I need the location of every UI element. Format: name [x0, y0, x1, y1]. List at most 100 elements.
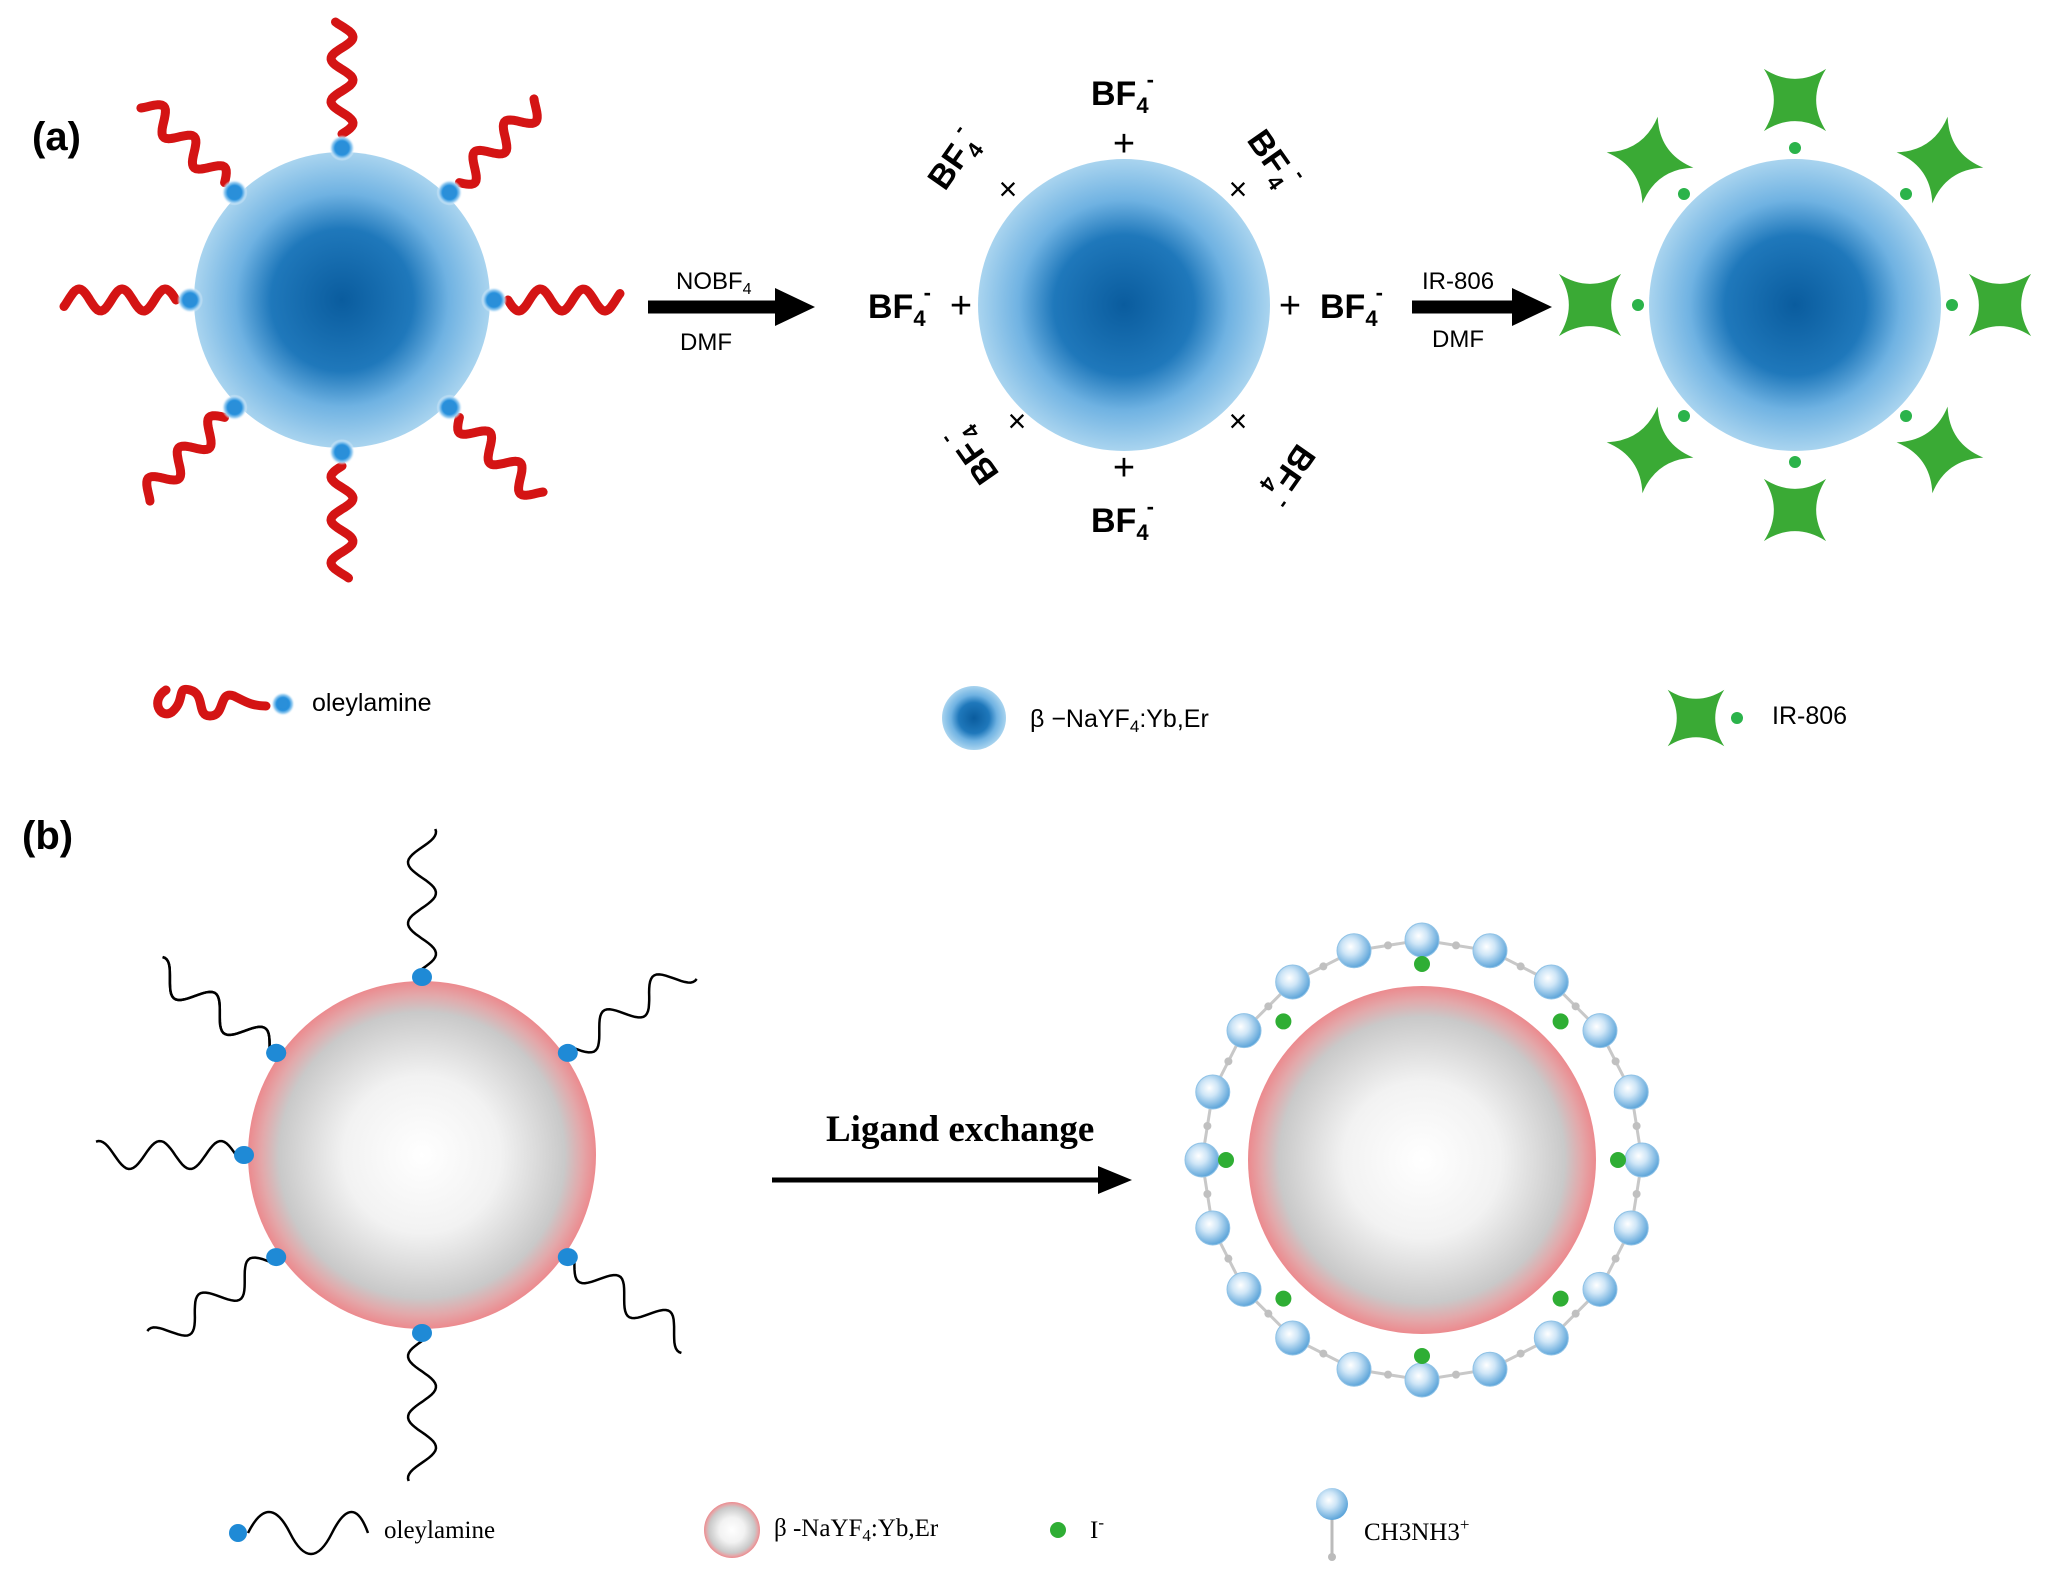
oleylamine-chain	[326, 461, 358, 583]
bf4-top-left: BF4-	[914, 119, 992, 200]
legend-a-ligand-chain	[153, 684, 271, 721]
iodide-ion	[1218, 1152, 1234, 1168]
ir806-anchor	[1789, 142, 1801, 154]
shell-link	[1224, 1057, 1233, 1066]
shell-link	[1632, 1122, 1641, 1131]
shell-link	[1319, 962, 1328, 971]
bf4-bottom-sub: 4	[1136, 520, 1149, 545]
bf4-left: BF4-	[868, 280, 931, 331]
bf4-left-main: BF	[868, 288, 913, 326]
shell-link	[1571, 1002, 1580, 1011]
oleylamine-head	[228, 186, 241, 199]
oleylamine-chain	[142, 411, 230, 506]
ch3nh3-cation	[1275, 1320, 1311, 1356]
svg-text:I-: I-	[1090, 1513, 1104, 1544]
legend-a-ligand-head	[278, 699, 288, 709]
legend-a-particle-prefix: β −NaYF	[1030, 705, 1130, 733]
oleylamine-chain	[454, 94, 542, 189]
iodide-ion	[1414, 1348, 1430, 1364]
oleylamine-head	[488, 294, 500, 306]
bf4-left-sub: 4	[913, 306, 926, 331]
bf4-bottom-left-sup: -	[933, 430, 958, 450]
ir806-anchor	[1677, 410, 1690, 423]
legend-a: oleylamine β −NaYF4:Yb,Er IR-806	[153, 684, 1847, 750]
legend-a-dye-anchor	[1731, 712, 1743, 724]
ch3nh3-cation	[1582, 1271, 1618, 1307]
particle-oleylamine-capped	[59, 17, 625, 583]
oleylamine-chain	[59, 284, 181, 316]
bf4-right-sup: -	[1376, 280, 1383, 305]
ch3nh3-cation	[1472, 933, 1508, 969]
bf4-top-sub: 4	[1136, 93, 1149, 118]
bf4-right-sub: 4	[1365, 306, 1378, 331]
panel-b-label: (b)	[22, 814, 73, 858]
arrow2-top-label: IR-806	[1422, 268, 1494, 295]
ir806-anchor	[1900, 410, 1913, 423]
bf4-right: BF4-	[1320, 280, 1383, 331]
legend-oleylamine-icon	[153, 684, 295, 721]
oleylamine-head-b	[234, 1146, 254, 1164]
legend-b-iodide-icon	[1050, 1522, 1066, 1538]
shell-link	[1384, 1370, 1393, 1379]
bf4-top-right-main: BF	[1239, 123, 1296, 182]
ir806-star	[1606, 406, 1694, 494]
nayf4-particle-b1	[248, 981, 596, 1329]
legend-b-particle-icon	[704, 1502, 760, 1558]
oleylamine-chain-b	[573, 973, 698, 1054]
plus-top: +	[1113, 123, 1135, 165]
oleylamine-chain	[453, 412, 548, 500]
ch3nh3-cation	[1582, 1013, 1618, 1049]
panel-a-label: (a)	[32, 115, 81, 159]
oleylamine-chain-b	[406, 828, 438, 971]
ch3nh3-cation	[1226, 1013, 1262, 1049]
plus-right: +	[1279, 285, 1301, 327]
shell-link	[1319, 1349, 1328, 1358]
ch3nh3-cation	[1336, 933, 1372, 969]
shell-link	[1203, 1189, 1212, 1198]
ch3nh3-cation	[1336, 1351, 1372, 1387]
ir806-anchor	[1946, 299, 1958, 311]
bf4-bottom-sup: -	[1147, 494, 1154, 519]
oleylamine-chain	[326, 17, 358, 139]
particle-ir806-sensitized	[1558, 68, 2032, 542]
oleylamine-head-b	[557, 1043, 578, 1062]
legend-a-dye-star	[1667, 689, 1725, 747]
bf4-bottom-left: BF4-	[933, 415, 1011, 496]
bf4-bottom-main: BF	[1091, 502, 1136, 540]
shell-link	[1451, 1370, 1460, 1379]
legend-b-cation-icon	[1316, 1488, 1348, 1520]
bf4-bottom: BF4-	[1091, 494, 1154, 545]
nayf4-particle-a3	[1649, 159, 1941, 451]
nayf4-particle-b2	[1248, 986, 1596, 1334]
cross-tr: ×	[1229, 171, 1248, 207]
ir806-anchor	[1632, 299, 1644, 311]
arrow1-top-label: NOBF	[676, 268, 743, 295]
arrow1-bottom-label: DMF	[680, 329, 732, 356]
shell-link	[1516, 1349, 1525, 1358]
ch3nh3-shell	[1184, 922, 1660, 1398]
oleylamine-chain-b	[406, 1339, 438, 1482]
svg-text:CH3NH3+: CH3NH3+	[1364, 1515, 1469, 1546]
plus-bottom: +	[1113, 447, 1135, 489]
cross-tl: ×	[999, 171, 1018, 207]
ir806-star	[1606, 116, 1694, 204]
ir806-star	[1763, 478, 1827, 542]
svg-text:NOBF4: NOBF4	[676, 268, 752, 298]
ir806-anchor	[1677, 187, 1690, 200]
ir806-star	[1896, 406, 1984, 494]
bf4-top: BF4-	[1091, 67, 1154, 118]
ir806-dyes	[1558, 68, 2032, 542]
iodide-ion	[1552, 1290, 1569, 1307]
oleylamine-chains-b	[95, 828, 698, 1482]
oleylamine-heads-b	[234, 968, 578, 1342]
bf4-top-main: BF	[1091, 75, 1136, 113]
legend-ir806-icon	[1667, 689, 1743, 747]
ch3nh3-cation	[1533, 1320, 1569, 1356]
ch3nh3-cation	[1184, 1142, 1220, 1178]
bf4-left-sup: -	[924, 280, 931, 305]
ch3nh3-cation	[1624, 1142, 1660, 1178]
iodide-ion	[1414, 956, 1430, 972]
ch3nh3-cation	[1404, 922, 1440, 958]
legend-b-oleylamine-chain	[246, 1511, 370, 1555]
